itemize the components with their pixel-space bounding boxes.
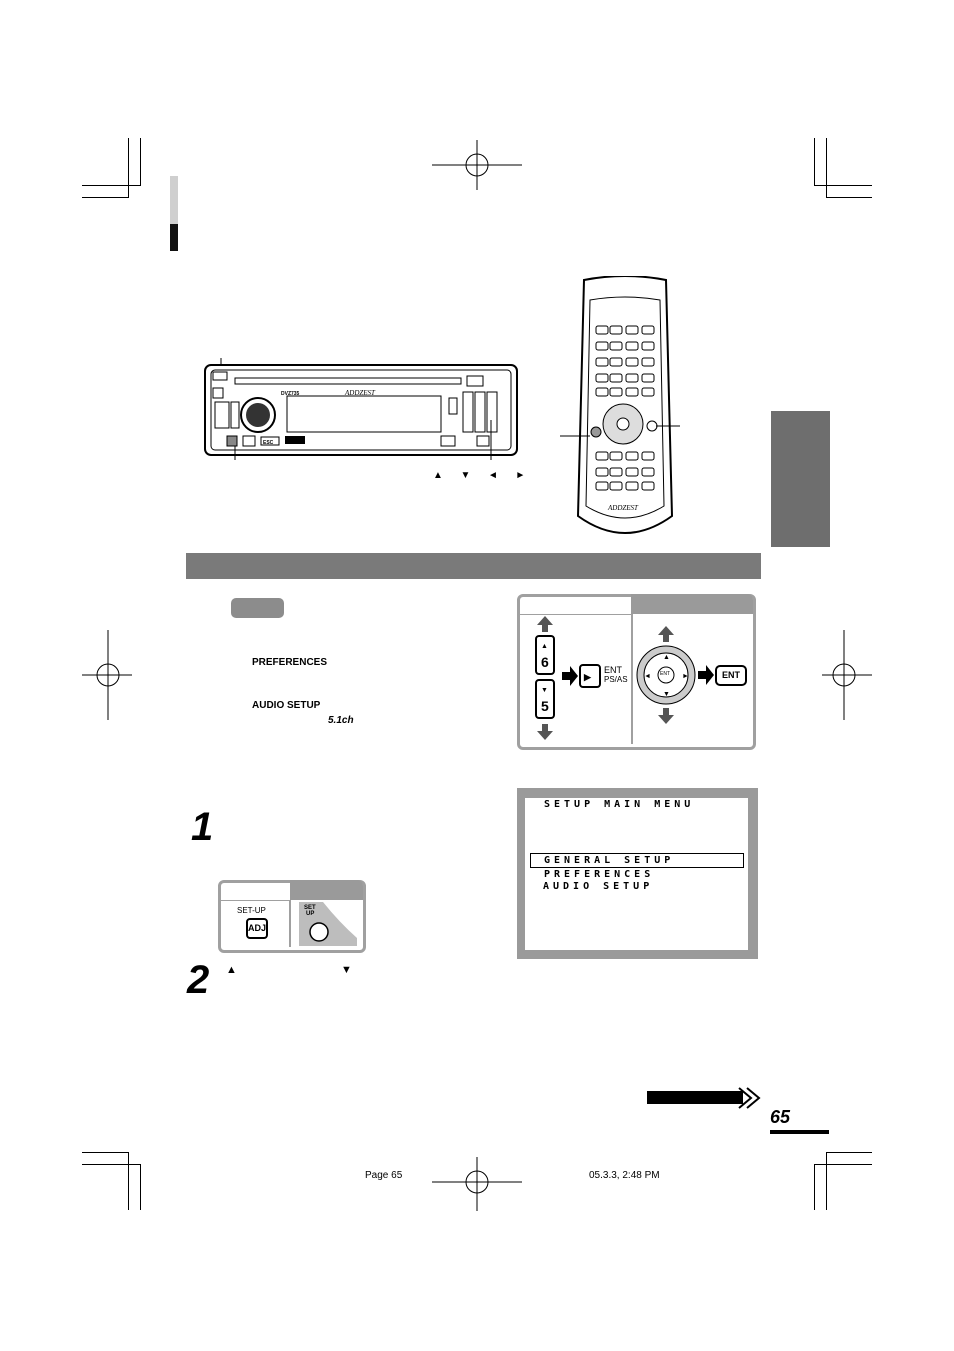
crop-mark: [826, 1152, 827, 1210]
adj-button: ADJ: [246, 918, 268, 939]
crop-mark: [814, 185, 872, 186]
crop-mark: [128, 1152, 129, 1210]
menu-title: SETUP MAIN MENU: [544, 799, 695, 810]
crop-mark: [826, 1152, 872, 1153]
svg-text:▼: ▼: [541, 687, 548, 694]
step-1-remote-header: [290, 880, 363, 900]
crop-mark: [82, 1164, 140, 1165]
remote-pad-diagram: ▲ ▼ ◄ ►: [636, 626, 748, 729]
menu-item-general-setup: GENERAL SETUP: [544, 855, 675, 866]
remote-illustration: ADDZEST: [560, 275, 690, 545]
footer-page: Page 65: [365, 1170, 403, 1181]
crop-mark: [140, 138, 141, 186]
operation-panel-header-main-unit: [517, 594, 631, 615]
crop-mark: [128, 138, 129, 198]
svg-text:▶: ▶: [583, 672, 592, 682]
crop-mark: [82, 1152, 129, 1153]
arrow-left-icon: ◄: [487, 470, 498, 481]
set-up-label: SET-UP: [237, 906, 266, 915]
head-unit-keys: ▲ ▼ ▶: [532, 616, 632, 749]
registration-mark: [82, 630, 132, 720]
page-number: 65: [770, 1107, 791, 1127]
page-number-underline: [770, 1130, 829, 1134]
operation-panel-divider: [631, 614, 633, 744]
section-tab: [771, 411, 830, 547]
ps-as-label: PS/AS: [604, 675, 628, 684]
pad-center-label: ENT: [660, 671, 670, 677]
step-2-down-arrow: ▼: [341, 964, 352, 976]
crop-mark: [814, 138, 815, 186]
arrow-up-icon: ▲: [433, 470, 443, 481]
step-1-number: 1: [191, 805, 214, 849]
remote-up-label: UP: [306, 911, 315, 917]
registration-mark: [432, 140, 522, 190]
ent-button: ENT: [715, 665, 747, 686]
step-2-up-arrow: ▲: [226, 964, 237, 976]
footer-timestamp: 05.3.3, 2:48 PM: [589, 1170, 660, 1181]
note-audio-setup: AUDIO SETUP: [252, 700, 321, 711]
head-unit-brand: ADDZEST: [344, 389, 376, 397]
menu-item-preferences: PREFERENCES: [544, 869, 655, 880]
remote-set-label: SET: [304, 905, 316, 911]
operation-panel-header-remote: [631, 594, 753, 614]
note-preferences: PREFERENCES: [252, 657, 328, 668]
arrow-down-icon: ▼: [460, 470, 471, 481]
menu-selection-highlight: [530, 853, 744, 868]
crop-mark: [826, 197, 872, 198]
menu-item-audio-setup: AUDIO SETUP: [543, 881, 654, 892]
crop-mark: [140, 1164, 141, 1210]
svg-text:▲: ▲: [541, 643, 548, 650]
key-5-label: 5: [541, 698, 549, 714]
step-1-divider: [289, 900, 291, 947]
head-unit-illustration: ADDZEST DVZ735 ESC: [195, 350, 525, 468]
header-bar-light: [170, 176, 178, 224]
arrow-right-icon: ►: [515, 470, 526, 481]
svg-text:◄: ◄: [644, 673, 651, 680]
registration-mark: [822, 630, 872, 720]
note-badge: [231, 598, 284, 618]
screen: [525, 798, 748, 950]
step-1-header-line: [221, 900, 289, 901]
svg-text:DVZ735: DVZ735: [281, 391, 300, 397]
note-surround: 5.1ch: [328, 715, 354, 726]
crop-mark: [826, 138, 827, 198]
crop-mark: [814, 1164, 872, 1165]
arrow-key-labels: ▲ ▼ ◄ ►: [433, 470, 525, 481]
crop-mark: [82, 185, 140, 186]
key-6-label: 6: [541, 654, 549, 670]
remote-setup-graphic: [299, 902, 357, 951]
svg-text:▲: ▲: [663, 654, 670, 661]
header-bar-dark: [170, 224, 178, 251]
svg-text:ESC: ESC: [263, 440, 274, 446]
crop-mark: [814, 1164, 815, 1210]
section-header-band: [186, 553, 761, 579]
svg-text:▼: ▼: [663, 691, 670, 698]
continued-arrow-icon: [647, 1087, 762, 1114]
step-2-number: 2: [187, 958, 210, 1002]
registration-mark: [432, 1157, 522, 1211]
ent-label: ENT: [604, 665, 622, 675]
svg-text:►: ►: [682, 673, 689, 680]
crop-mark: [82, 197, 129, 198]
svg-text:ADDZEST: ADDZEST: [607, 504, 639, 512]
